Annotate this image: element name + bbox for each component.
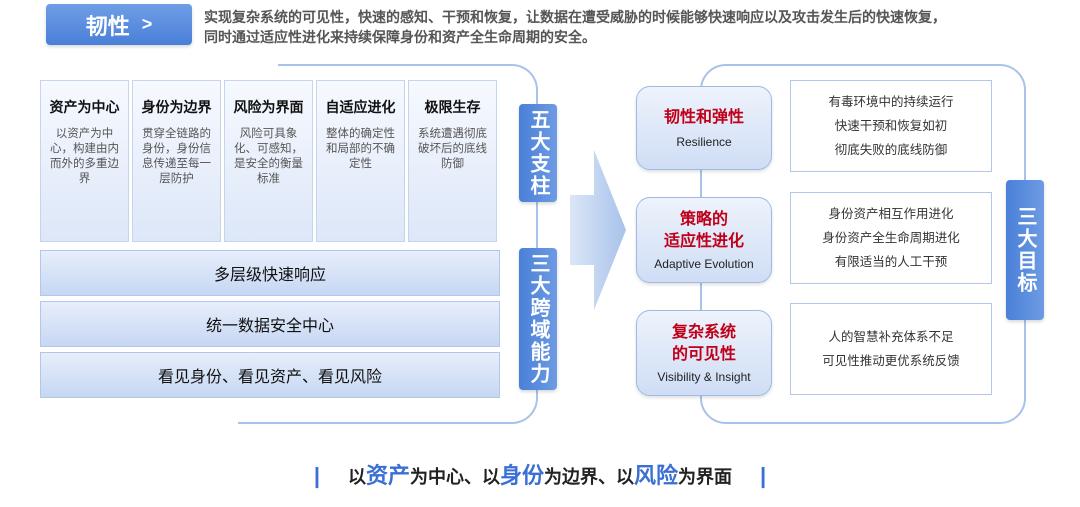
left-frame: [238, 64, 538, 424]
three-capabilities-tab: 三大跨域能力: [519, 248, 557, 390]
goal-resilience: 韧性和弹性 Resilience: [636, 86, 772, 170]
pillars-row: 资产为中心 以资产为中心，构建由内而外的多重边界 身份为边界 贯穿全链路的身份，…: [40, 80, 497, 242]
slogan-highlight-asset: 资产: [365, 463, 410, 488]
goal-desc-resilience: 有毒环境中的持续运行 快速干预和恢复如初 彻底失败的底线防御: [790, 80, 992, 172]
pillar-title: 身份为边界: [141, 99, 212, 115]
chevron-right-icon: >: [141, 14, 153, 34]
desc-line: 可见性推动更优系统反馈: [822, 354, 960, 368]
pillar-title: 极限生存: [424, 99, 481, 115]
goal-visibility: 复杂系统 的可见性 Visibility & Insight: [636, 310, 772, 396]
divider-right: |: [760, 463, 767, 488]
slogan-highlight-identity: 身份: [499, 463, 544, 488]
badge-label: 韧性: [85, 13, 130, 39]
tab-label: 三大目标: [1014, 206, 1036, 294]
desc-line: 人的智慧补充体系不足: [828, 330, 954, 344]
resilience-badge: 韧性 >: [46, 4, 192, 45]
bar-unified-center: 统一数据安全中心: [40, 301, 500, 347]
divider-left: |: [313, 463, 320, 488]
pillar-title: 资产为中心: [49, 99, 120, 115]
three-goals-tab: 三大目标: [1006, 180, 1044, 320]
pillar-title: 风险为界面: [233, 99, 304, 115]
goal-title: 策略的 适应性进化: [663, 211, 744, 250]
pillar-asset: 资产为中心 以资产为中心，构建由内而外的多重边界: [40, 80, 129, 242]
bar-visibility: 看见身份、看见资产、看见风险: [40, 352, 500, 398]
tab-label: 三大跨域能力: [527, 253, 549, 385]
goal-adaptive: 策略的 适应性进化 Adaptive Evolution: [636, 197, 772, 283]
pillar-body: 以资产为中心，构建由内而外的多重边界: [50, 128, 119, 185]
slogan-part: 以: [347, 467, 366, 487]
intro-line-1: 实现复杂系统的可见性，快速的感知、干预和恢复，让数据在遭受威胁的时候能够快速响应…: [204, 9, 946, 25]
pillar-body: 系统遭遇彻底破坏后的底线防御: [418, 128, 487, 170]
flow-arrow-icon: [570, 150, 626, 310]
five-pillars-tab: 五大支柱: [519, 104, 557, 202]
intro-line-2: 同时通过适应性进化来持续保障身份和资产全生命周期的安全。: [204, 29, 596, 45]
pillar-risk: 风险为界面 风险可具象化、可感知，是安全的衡量标准: [224, 80, 313, 242]
pillar-body: 整体的确定性和局部的不确定性: [326, 128, 395, 170]
desc-line: 彻底失败的底线防御: [834, 143, 948, 157]
goal-title: 复杂系统 的可见性: [671, 324, 736, 363]
desc-line: 快速干预和恢复如初: [834, 119, 948, 133]
slogan: | 以资产为中心、以身份为边界、以风险为界面 |: [0, 458, 1080, 490]
slogan-highlight-risk: 风险: [634, 463, 679, 488]
desc-line: 有毒环境中的持续运行: [828, 95, 954, 109]
desc-line: 身份资产相互作用进化: [828, 207, 954, 221]
pillar-adaptive: 自适应进化 整体的确定性和局部的不确定性: [316, 80, 405, 242]
goal-title: 韧性和弹性: [663, 109, 744, 126]
bar-rapid-response: 多层级快速响应: [40, 250, 500, 296]
desc-line: 有限适当的人工干预: [834, 255, 948, 269]
pillar-body: 风险可具象化、可感知，是安全的衡量标准: [234, 128, 303, 185]
pillar-identity: 身份为边界 贯穿全链路的身份，身份信息传递至每一层防护: [132, 80, 221, 242]
pillar-body: 贯穿全链路的身份，身份信息传递至每一层防护: [142, 128, 211, 185]
tab-label: 五大支柱: [527, 109, 549, 197]
goal-english: Resilience: [676, 135, 732, 149]
slogan-part: 为中心、以: [409, 467, 500, 487]
intro-text: 实现复杂系统的可见性，快速的感知、干预和恢复，让数据在遭受威胁的时候能够快速响应…: [204, 7, 1064, 47]
pillar-title: 自适应进化: [325, 99, 396, 115]
goal-english: Visibility & Insight: [657, 370, 751, 384]
goal-desc-visibility: 人的智慧补充体系不足 可见性推动更优系统反馈: [790, 303, 992, 395]
slogan-part: 为界面: [678, 467, 733, 487]
goal-english: Adaptive Evolution: [654, 257, 754, 271]
desc-line: 身份资产全生命周期进化: [822, 231, 960, 245]
goal-desc-adaptive: 身份资产相互作用进化 身份资产全生命周期进化 有限适当的人工干预: [790, 192, 992, 284]
slogan-part: 为边界、以: [544, 467, 634, 487]
pillar-survival: 极限生存 系统遭遇彻底破坏后的底线防御: [408, 80, 497, 242]
